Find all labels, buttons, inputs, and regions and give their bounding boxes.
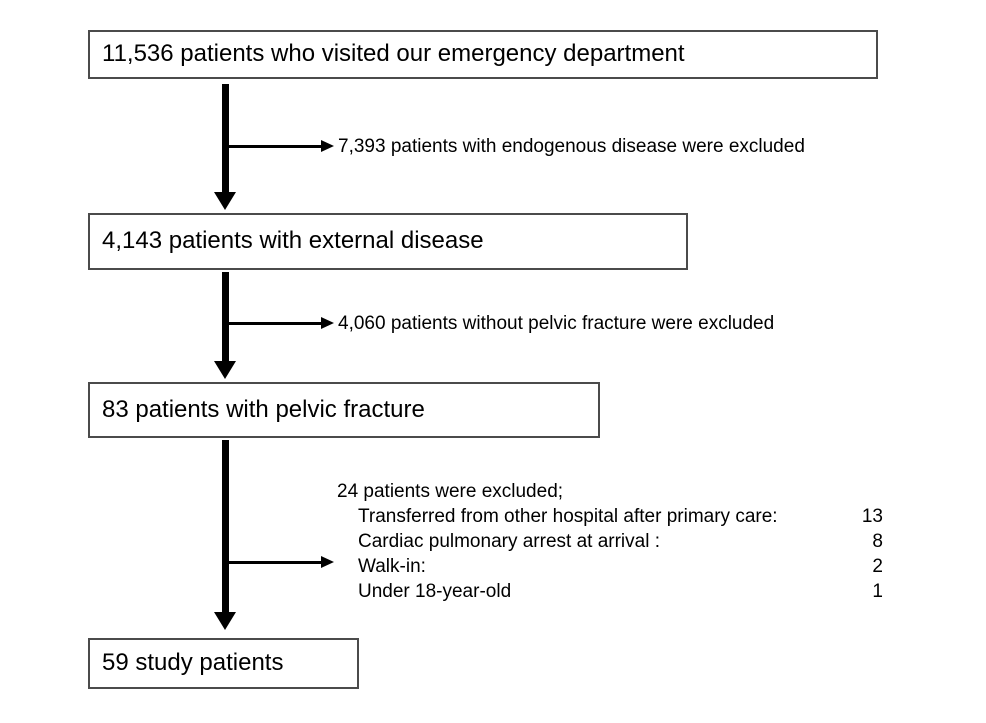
flow-box-emergency-department-label: 11,536 patients who visited our emergenc… <box>102 40 685 68</box>
flow-box-external-disease-label: 4,143 patients with external disease <box>102 227 484 255</box>
exclusion-reason-transferred: Transferred from other hospital after pr… <box>358 506 778 527</box>
exclusion-reason-under-18: Under 18-year-old <box>358 581 512 602</box>
exclusion-count-walk-in: 2 <box>872 556 883 577</box>
flow-box-pelvic-fracture-label: 83 patients with pelvic fracture <box>102 395 425 423</box>
exclusion-detail-row: Transferred from other hospital after pr… <box>337 504 883 529</box>
flow-box-study-patients-label: 59 study patients <box>102 649 284 677</box>
branch-arrow-line-3 <box>226 561 322 564</box>
exclusion-reason-cardiac-arrest: Cardiac pulmonary arrest at arrival : <box>358 531 660 552</box>
exclusion-reason-walk-in: Walk-in: <box>358 556 426 577</box>
down-arrowhead-icon-1 <box>214 192 236 210</box>
flow-box-external-disease: 4,143 patients with external disease <box>88 213 688 270</box>
flow-box-emergency-department: 11,536 patients who visited our emergenc… <box>88 30 878 79</box>
down-arrow-line-2 <box>222 272 229 361</box>
flow-box-study-patients: 59 study patients <box>88 638 359 689</box>
exclusion-detail-header: 24 patients were excluded; <box>337 481 564 502</box>
exclusion-note-endogenous: 7,393 patients with endogenous disease w… <box>338 136 805 157</box>
exclusion-count-transferred: 13 <box>861 506 883 527</box>
down-arrow-line-1 <box>222 84 229 192</box>
down-arrowhead-icon-2 <box>214 361 236 379</box>
branch-arrow-line-1 <box>226 145 322 148</box>
exclusion-count-under-18: 1 <box>872 581 883 602</box>
exclusion-detail-row: Cardiac pulmonary arrest at arrival : 8 <box>337 529 883 554</box>
exclusion-detail-row: Walk-in: 2 <box>337 554 883 579</box>
exclusion-note-no-pelvic-fracture: 4,060 patients without pelvic fracture w… <box>338 313 775 334</box>
exclusion-detail-row: Under 18-year-old 1 <box>337 579 883 604</box>
flow-box-pelvic-fracture: 83 patients with pelvic fracture <box>88 382 600 438</box>
down-arrow-line-3 <box>222 440 229 612</box>
exclusion-detail-block: 24 patients were excluded; Transferred f… <box>337 479 883 604</box>
branch-arrow-line-2 <box>226 322 322 325</box>
exclusion-count-cardiac-arrest: 8 <box>872 531 883 552</box>
right-arrowhead-icon-3 <box>321 556 334 568</box>
right-arrowhead-icon-1 <box>321 140 334 152</box>
right-arrowhead-icon-2 <box>321 317 334 329</box>
down-arrowhead-icon-3 <box>214 612 236 630</box>
